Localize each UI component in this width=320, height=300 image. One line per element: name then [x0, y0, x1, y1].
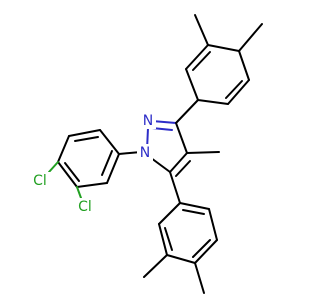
bond-la-6-double [164, 227, 173, 251]
bond-la-2-double [182, 209, 205, 215]
bond-c3-aryl [175, 99, 199, 124]
bond-ua-5-double [225, 80, 243, 99]
bond-dc-3 [68, 129, 101, 137]
bond-c5-aryl [169, 171, 181, 204]
bond-ua-2-double [192, 51, 211, 71]
atom-label-cl-upper: Cl [33, 173, 47, 189]
lower-dimethylphenyl-ring [143, 171, 218, 294]
bond-la-3 [208, 208, 218, 241]
bond-ua-4 [238, 50, 250, 81]
bond-dc-3-double [74, 136, 99, 142]
bond-dc-6 [76, 182, 108, 188]
bond-dc-2-double [101, 150, 113, 176]
bond-la-4-double [192, 239, 211, 258]
bond-c-cl-lower [76, 186, 82, 199]
dichlorophenyl-ring [48, 129, 142, 199]
bond-ua-methyl-a [194, 14, 209, 46]
bond-dc-5 [57, 161, 78, 188]
pyrazole-ring [146, 120, 191, 177]
atom-labels: N N Cl Cl [29, 112, 156, 215]
bond-c4-c5 [169, 152, 188, 173]
bond-c4-methyl [186, 151, 220, 154]
bond-c4-c5-double [175, 160, 191, 177]
bond-c-cl-upper [48, 161, 59, 173]
bond-ua-1 [185, 68, 199, 101]
bond-c3-c4 [175, 122, 188, 154]
bond-la-methyl-b [194, 262, 205, 294]
structure-svg: N N Cl Cl [29, 14, 263, 294]
upper-dimethylphenyl-ring [175, 14, 263, 124]
bond-dc-5-double [64, 162, 80, 182]
bond-ua-2 [185, 44, 209, 70]
bond-la-1 [158, 202, 181, 225]
atom-label-cl-lower: Cl [78, 199, 92, 215]
bond-la-4 [194, 239, 218, 264]
bond-la-5 [166, 254, 196, 264]
bond-dc-1 [99, 129, 120, 155]
bond-ua-3 [207, 44, 240, 52]
atom-label-n1: N [140, 145, 150, 161]
atom-label-n2: N [143, 113, 153, 129]
bond-dc-4 [57, 135, 70, 163]
bond-ua-methyl-b [238, 23, 263, 52]
bond-la-methyl-a [143, 254, 168, 278]
bond-la-6 [158, 223, 168, 256]
bond-dc-2 [106, 153, 120, 184]
molecule-diagram: N N Cl Cl [29, 14, 263, 294]
bond-la-2 [179, 202, 210, 210]
bond-ua-5 [227, 79, 250, 105]
bond-ua-6 [197, 99, 229, 105]
